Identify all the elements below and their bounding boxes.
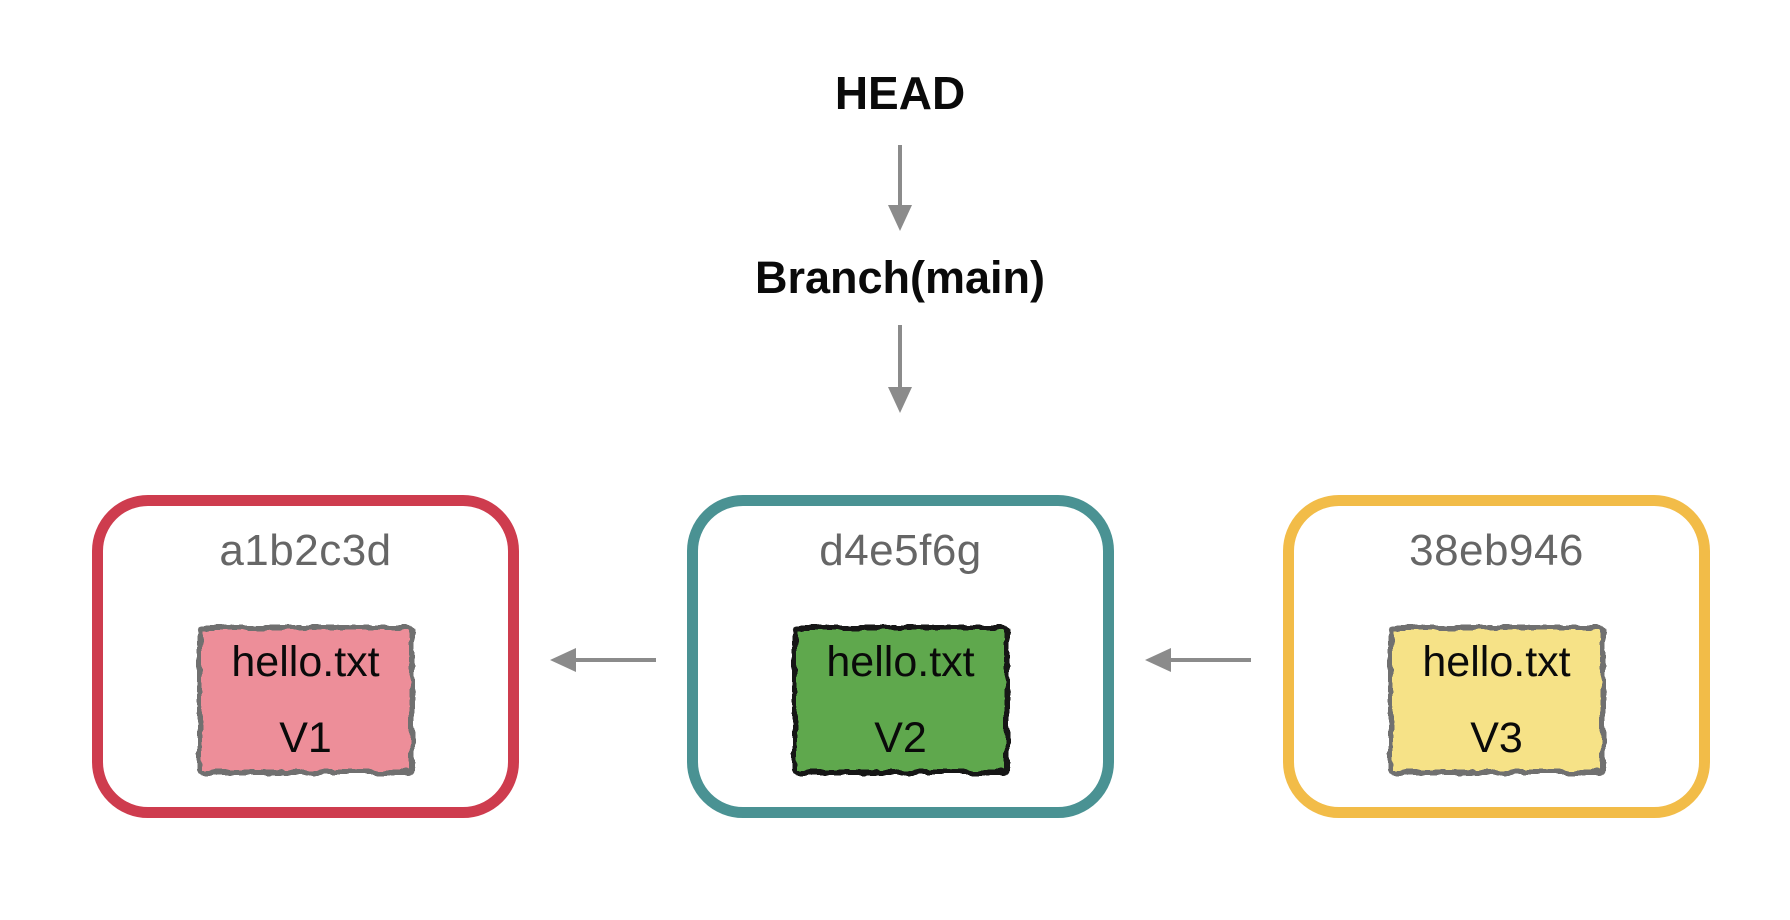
file-version-box: hello.txt V3 [1385,622,1609,778]
file-box-rect [1388,625,1605,775]
file-version: V1 [279,714,332,762]
commit-card-38eb946: 38eb946 hello.txt V3 [1283,495,1710,818]
file-box-rect [197,625,414,775]
commit-hash: a1b2c3d [219,526,392,575]
commit-hash: d4e5f6g [819,526,982,575]
file-box-rect [792,625,1009,775]
branch-label: Branch(main) [754,252,1046,303]
arrow-head-icon [888,387,912,413]
arrow-head-icon [550,648,576,672]
file-name: hello.txt [231,638,380,686]
commit-card-d4e5f6g: d4e5f6g hello.txt V2 [687,495,1114,818]
file-name: hello.txt [1422,638,1571,686]
parent-pointer-arrow-d4e5f6g-to-a1b2c3d [550,648,656,672]
arrow-head-icon [888,205,912,231]
file-name: hello.txt [826,638,975,686]
sketchy-box-background [197,625,414,775]
file-version-box: hello.txt V2 [789,622,1013,778]
commit-hash: 38eb946 [1409,526,1584,575]
arrow-head-icon [1145,648,1171,672]
sketchy-box-background [792,625,1009,775]
commit-card-a1b2c3d: a1b2c3d hello.txt V1 [92,495,519,818]
file-version-box: hello.txt V1 [194,622,418,778]
head-label: HEAD [834,67,966,119]
file-version: V3 [1470,714,1523,762]
head-to-branch-arrow [888,145,912,231]
parent-pointer-arrow-38eb946-to-d4e5f6g [1145,648,1251,672]
file-version: V2 [874,714,927,762]
branch-to-commit-arrow [888,325,912,413]
sketchy-box-background [1388,625,1605,775]
